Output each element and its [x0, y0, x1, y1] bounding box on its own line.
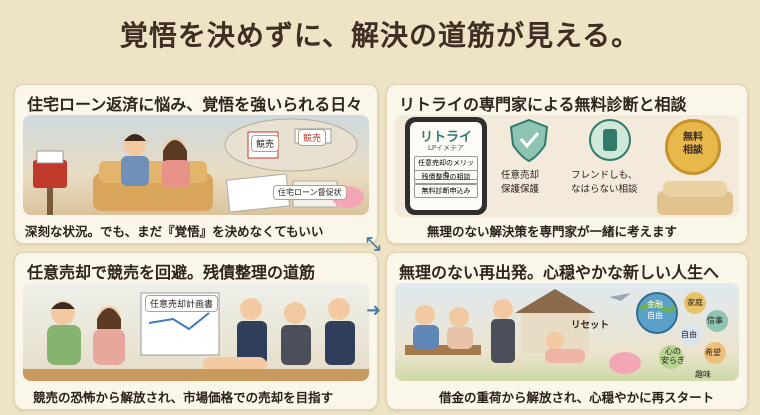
panel-4-heading: 無理のない再出発。心穏やかな新しい人生へ — [399, 263, 720, 282]
phone-chat-icon — [589, 119, 631, 161]
finance-freedom-label: 金融 自由 — [647, 300, 663, 320]
panel-3-illustration: 任意売却計画書 — [23, 283, 369, 381]
flow-arrow-right-icon: ➜ — [366, 300, 382, 321]
plan-document-label: 任意売却計画書 — [145, 295, 219, 312]
auction-label-2: 競売 — [298, 129, 327, 146]
loan-notice-label: 住宅ローン督促状 — [273, 185, 347, 200]
trust-label: 信事 — [707, 316, 723, 325]
panel-1-caption: 深刻な状況。でも、まだ『覚悟』を決めなくてもいい — [25, 224, 324, 239]
freedom-label: 自由 — [681, 330, 697, 339]
panel-2-heading: リトライの専門家による無料診断と相談 — [399, 95, 687, 114]
panel-3-heading: 任意売却で競売を回避。残債整理の道筋 — [27, 263, 316, 282]
phone-menu-item-3[interactable]: 無料診断申込み — [414, 184, 478, 198]
family-label: 家庭 — [687, 298, 703, 307]
feature-label-1: 任意売却 保護保護 — [501, 170, 540, 195]
peace-of-mind-label: 心の 安らぎ — [661, 347, 685, 365]
panel-4-caption: 借金の重荷から解放され、心穏やかに再スタート — [439, 390, 715, 405]
panel-2-caption: 無理のない解決策を専門家が一緒に考えます — [427, 224, 678, 239]
panel-voluntary-sale: 任意売却で競売を回避。残債整理の道筋 任意売却計画書 競売の恐 — [14, 252, 378, 410]
panel-expert-consultation: リトライの専門家による無料診断と相談 リトライ LPイメテア 任意売却のメリット… — [386, 84, 748, 244]
feature-label-2: フレンドしも、 なはらない相談 — [571, 170, 638, 195]
sofa-illustration — [657, 181, 733, 215]
panel-3-caption: 競売の恐怖から解放され、市場価格での売却を目指す — [33, 390, 334, 405]
auction-label-1: 競売 — [251, 135, 280, 152]
panel-4-illustration: リセット 金融 自由 家庭 信事 自由 希望 心の 安らぎ 趣味 — [395, 283, 739, 381]
hobby-label: 趣味 — [695, 370, 711, 379]
shield-hands-icon — [509, 118, 549, 163]
panel-1-illustration: 競売 競売 住宅ローン督促状 — [23, 115, 369, 215]
panel-fresh-start: 無理のない再出発。心穏やかな新しい人生へ — [386, 252, 748, 410]
badge-text: 無料 相談 — [683, 132, 703, 156]
panel-1-heading: 住宅ローン返済に悩み、覚悟を強いられる日々 — [27, 95, 363, 114]
phone-mockup: リトライ LPイメテア 任意売却のメリット 残債整理の相談 無料診断申込み — [405, 117, 487, 215]
phone-menu-item-2[interactable]: 残債整理の相談 — [414, 170, 478, 184]
app-sub: LPイメテア — [427, 144, 465, 152]
page-headline: 覚悟を決めずに、解決の道筋が見える。 — [119, 19, 641, 52]
phone-menu-item-1[interactable]: 任意売却のメリット — [414, 156, 478, 180]
panel-loan-trouble: 住宅ローン返済に悩み、覚悟を強いられる日々 — [14, 84, 378, 244]
panel-2-illustration: リトライ LPイメテア 任意売却のメリット 残債整理の相談 無料診断申込み 任意… — [395, 115, 739, 217]
hope-label: 希望 — [705, 348, 721, 357]
flow-arrow-diagonal-icon: ⤡ — [366, 234, 381, 255]
reset-label: リセット — [571, 320, 610, 331]
app-name: リトライ — [419, 130, 472, 145]
fresh-start-illustration — [405, 289, 728, 374]
free-consult-badge: 無料 相談 — [665, 119, 721, 175]
